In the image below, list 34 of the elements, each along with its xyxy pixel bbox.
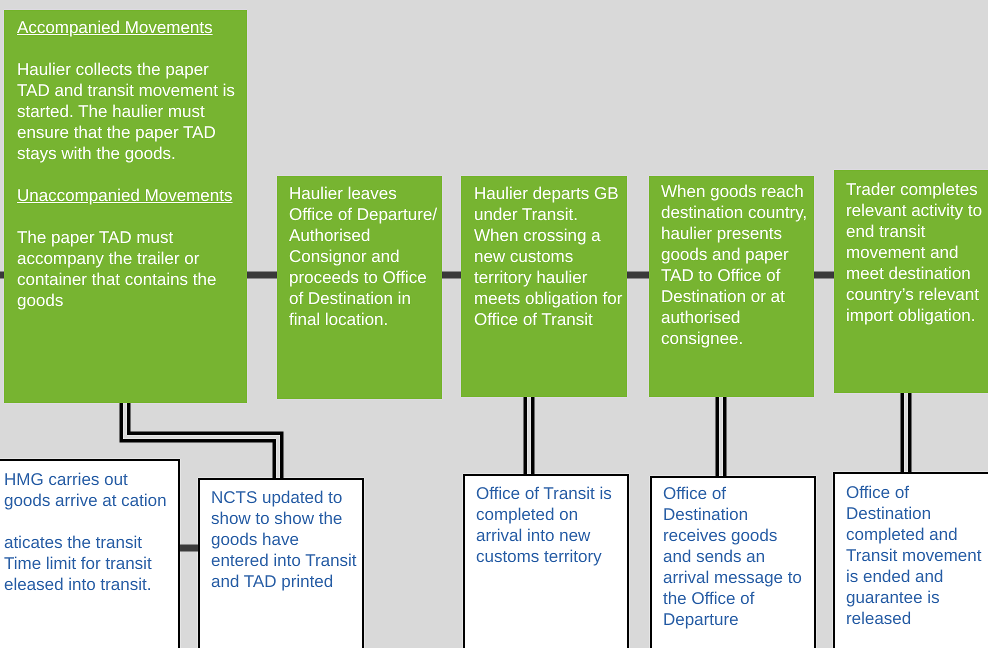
step-text: Haulier leaves Office of Departure/ Authorised Consignor and proceeds to Office of Destination in final location. <box>289 183 438 330</box>
step-text: Haulier collects the paper TAD and transit movement is started. The haulier must ensure that the paper TAD stays with the goods. <box>17 59 236 164</box>
process-box <box>834 170 988 393</box>
step-text: Office of Transit is completed on arrival into new customs territory <box>476 483 613 567</box>
step-text: NCTS updated to show to show the goods have entered into Transit and TAD printed <box>211 487 358 592</box>
section-heading: Unaccompanied Movements <box>17 185 234 206</box>
step-text: The paper TAD must accompany the trailer or container that contains the goods <box>17 227 218 311</box>
process-box <box>649 176 814 397</box>
step-text: aticates the transit Time limit for transit eleased into transit. <box>4 532 153 595</box>
note-box <box>463 474 629 648</box>
connector-line <box>247 272 277 278</box>
connector-line <box>180 544 198 552</box>
double-connector-line <box>900 393 912 472</box>
connector-line <box>814 272 834 278</box>
note-box <box>198 478 364 648</box>
connector-line <box>0 272 4 278</box>
connector-line <box>627 272 649 278</box>
note-box <box>650 476 816 648</box>
step-text: Office of Destination receives goods and sends an arrival message to the Office of Departure <box>663 483 803 630</box>
step-text: When goods reach destination country, haulier presents goods and paper TAD to Office of Destination or at authorised consignee. <box>661 181 808 349</box>
step-text: Office of Destination completed and Transit movement is ended and guarantee is released <box>846 482 982 629</box>
step-text: Haulier departs GB under Transit. When crossing a new customs territory haulier meets obligation for Office of Transit <box>474 183 623 330</box>
process-box <box>4 10 247 403</box>
process-box <box>461 176 627 397</box>
step-text: Trader completes relevant activity to end transit movement and meet destination country’s relevant import obligation. <box>846 179 984 326</box>
double-connector-line <box>716 397 726 476</box>
connector-line <box>442 272 461 278</box>
step-text: HMG carries out goods arrive at cation <box>4 469 168 511</box>
note-box <box>0 459 180 648</box>
double-connector-line <box>120 403 284 478</box>
process-box <box>277 176 442 399</box>
section-heading: Accompanied Movements <box>17 17 214 38</box>
note-box <box>833 472 988 648</box>
double-connector-line <box>524 397 534 474</box>
